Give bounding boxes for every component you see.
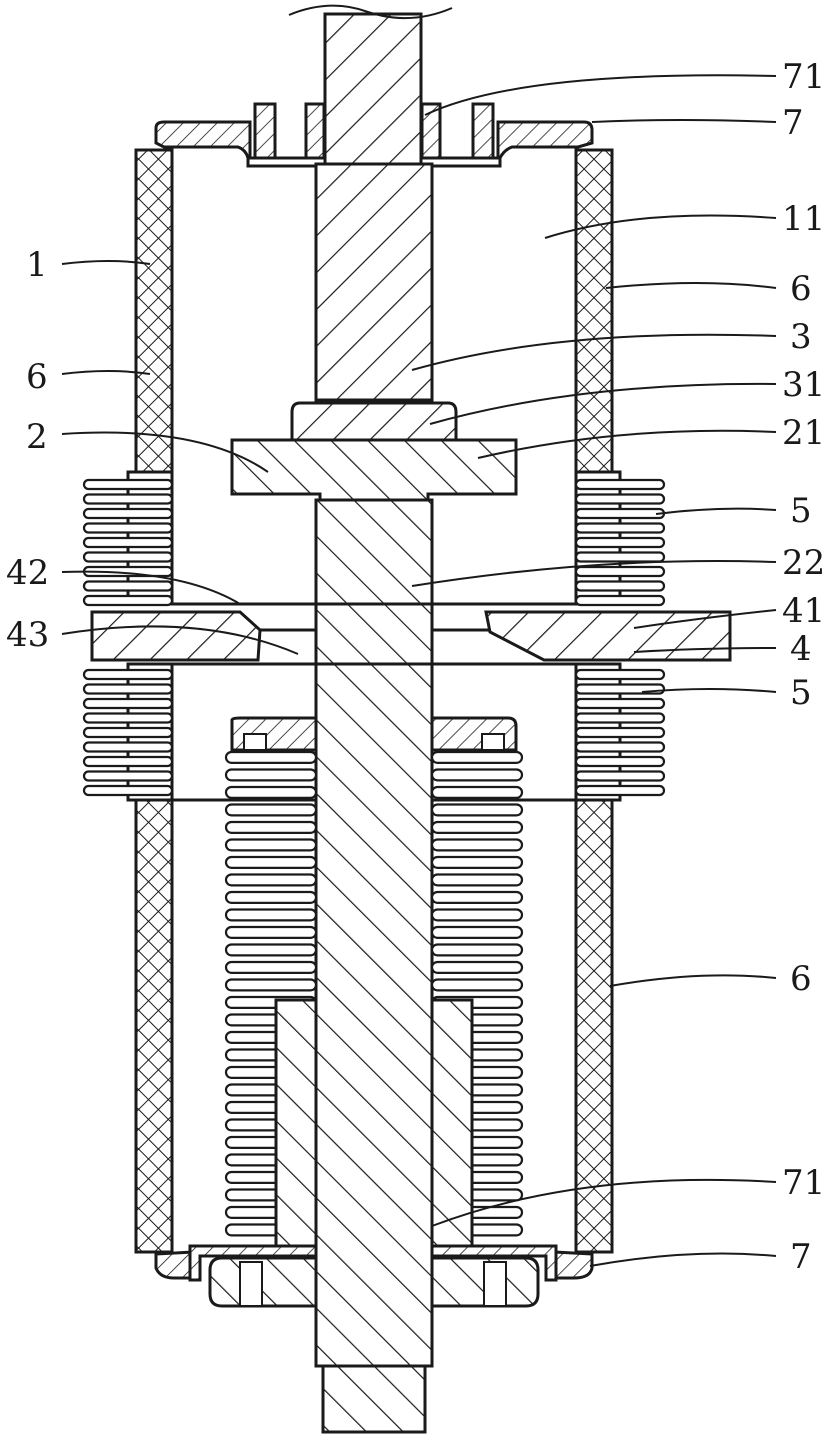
label-5-bottom: 5 <box>790 673 812 713</box>
label-71-top: 71 <box>782 57 825 97</box>
label-71-bottom: 71 <box>782 1163 825 1203</box>
bellows-fin <box>226 962 316 973</box>
bellows-fin <box>226 910 316 921</box>
static-rod <box>289 6 456 440</box>
bellows-fin <box>576 567 664 576</box>
label-43: 43 <box>6 615 49 655</box>
bellows-fin <box>576 699 664 708</box>
label-5-top: 5 <box>790 491 812 531</box>
bellows-fin <box>226 752 316 763</box>
moving-rod <box>316 500 432 1432</box>
bellows-fin <box>432 787 522 798</box>
bellows-fin <box>84 509 172 518</box>
label-42: 42 <box>6 553 49 593</box>
bellows-fin <box>84 495 172 504</box>
label-11: 11 <box>782 199 825 239</box>
bellows-fin <box>226 892 316 903</box>
label-41: 41 <box>782 591 825 631</box>
bellows-fin <box>226 927 316 938</box>
bellows-fin <box>84 582 172 591</box>
bellows-fin <box>226 805 316 816</box>
bellows-fin <box>576 480 664 489</box>
bellows-fin <box>576 786 664 795</box>
bellows-fin <box>576 596 664 605</box>
bellows-fin <box>576 743 664 752</box>
bellows-fin <box>84 480 172 489</box>
label-21: 21 <box>782 413 825 453</box>
bellows-fin <box>84 685 172 694</box>
bellows-fin <box>226 770 316 781</box>
bellows-fin <box>432 840 522 851</box>
bellows-fin <box>84 670 172 679</box>
bellows-fin <box>84 538 172 547</box>
label-1: 1 <box>26 245 48 285</box>
bellows-fin <box>432 980 522 991</box>
label-3: 3 <box>790 317 812 357</box>
label-2: 2 <box>26 417 48 457</box>
bellows-fin <box>226 875 316 886</box>
label-6-right-bottom: 6 <box>790 959 812 999</box>
bellows-fin <box>84 524 172 533</box>
label-7-bottom: 7 <box>790 1237 812 1277</box>
bellows-fin <box>432 927 522 938</box>
bellows-fin <box>576 582 664 591</box>
bellows-fin <box>576 714 664 723</box>
bellows-fin <box>432 822 522 833</box>
label-31: 31 <box>782 365 825 405</box>
bellows-fin <box>432 770 522 781</box>
bellows-fin <box>576 509 664 518</box>
bellows-fin <box>432 875 522 886</box>
bellows-fin <box>432 945 522 956</box>
contact-head <box>232 440 516 500</box>
bellows-fin <box>576 524 664 533</box>
bellows-fin <box>84 743 172 752</box>
bellows-fin <box>576 495 664 504</box>
bellows-fin <box>226 857 316 868</box>
bellows-fin <box>84 757 172 766</box>
bellows-fin <box>84 596 172 605</box>
bellows-fin <box>84 728 172 737</box>
bellows-fin <box>576 772 664 781</box>
bellows-fin <box>84 772 172 781</box>
bellows-fin <box>226 945 316 956</box>
bellows-fin <box>432 857 522 868</box>
bellows-fin <box>226 787 316 798</box>
bellows-fin <box>84 786 172 795</box>
bellows-fin <box>432 752 522 763</box>
bellows-fin <box>432 892 522 903</box>
bellows-fin <box>226 822 316 833</box>
bellows-fin <box>432 805 522 816</box>
label-6-left: 6 <box>26 357 48 397</box>
label-22: 22 <box>782 543 825 583</box>
bellows-fin <box>576 728 664 737</box>
label-6-right-top: 6 <box>790 269 812 309</box>
bellows-fin <box>84 699 172 708</box>
label-4: 4 <box>790 629 812 669</box>
bellows-fin <box>226 980 316 991</box>
bellows-fin <box>576 553 664 562</box>
bellows-fin <box>84 714 172 723</box>
bellows-fin <box>576 757 664 766</box>
label-7-top: 7 <box>782 103 804 143</box>
bellows-fin <box>226 840 316 851</box>
bellows-fin <box>576 538 664 547</box>
bellows-fin <box>432 910 522 921</box>
bellows-fin <box>84 553 172 562</box>
bellows-fin <box>576 670 664 679</box>
bellows-fin <box>432 962 522 973</box>
